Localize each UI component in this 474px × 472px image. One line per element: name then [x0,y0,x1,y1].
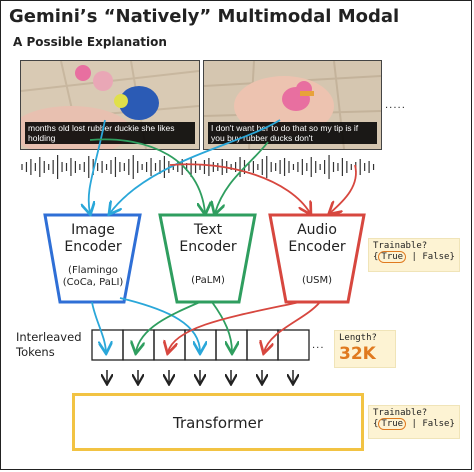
image-encoder-label-line1: Image [71,222,115,238]
text-encoder-label: Text Encoder [170,222,246,256]
more-frames-ellipsis: ..... [385,100,406,111]
text-encoder-model-line1: (PaLM) [191,275,225,286]
token-to-transformer-arrows [107,370,293,383]
arrow-text-encoder-to-token-5 [211,301,232,352]
video-frame-2: I don't want her to do that so my tip is… [203,60,382,150]
trainable-note-transformer-heading: Trainable? [373,408,428,418]
transformer-label: Transformer [172,414,263,432]
image-encoder-model-line1: (Flamingo [68,265,118,276]
trainable-note-encoders: Trainable? {True | False} [368,238,460,272]
trainable-false-option: False [422,252,450,262]
audio-waveform [21,155,375,179]
token-sequence [91,329,310,361]
trainable-note-encoders-heading: Trainable? [373,241,428,251]
diagram-subtitle: A Possible Explanation [13,35,167,49]
length-note-value: 32K [339,344,376,364]
arrow-audio1-to-audio-encoder [169,163,310,213]
trainable-true-option: True [378,251,407,263]
text-encoder-models: (PaLM) [177,275,239,287]
arrow-image-encoder-to-token-4 [119,297,200,352]
token-cell [246,329,279,361]
token-cell [153,329,186,361]
image-encoder-model-line2: (CoCa, PaLI) [62,277,124,288]
trainable-note-transformer-options: {True | False} [373,418,455,430]
audio-encoder-models: (USM) [286,275,348,287]
token-cell [91,329,124,361]
arrow-caption2-to-text-encoder [215,141,269,213]
trainable-note-transformer: Trainable? {True | False} [368,405,460,439]
open-brace: { [373,419,379,429]
trainable-note-encoders-options: {True | False} [373,251,455,263]
close-brace: } [449,252,455,262]
audio-encoder-model-line1: (USM) [301,275,333,286]
length-note-heading: Length? [339,333,377,343]
arrow-audio-encoder-to-token-6 [264,301,321,352]
interleaved-tokens-label: Interleaved Tokens [16,330,82,360]
arrow-audio2-to-audio-encoder [330,164,357,213]
arrow-caption-to-text-encoder [89,138,205,213]
arrow-frame-to-image-encoder [89,119,106,213]
interleaved-label-line2: Tokens [16,345,55,359]
image-encoder-models: (Flamingo (CoCa, PaLI) [60,265,126,289]
video-frame-1: months old lost rubber duckie she likes … [20,60,200,150]
audio-encoder-label-line2: Encoder [288,239,346,255]
audio-encoder-label: Audio Encoder [279,222,355,256]
token-cell [184,329,217,361]
diagram-title: Gemini’s “Natively” Multimodal Modal [9,6,400,27]
option-separator: | [411,419,417,429]
more-tokens-ellipsis: ... [312,340,325,351]
video-frame-2-caption: I don't want her to do that so my tip is… [208,122,377,144]
close-brace: } [449,419,455,429]
length-note: Length? 32K [334,330,396,368]
video-frame-1-caption: months old lost rubber duckie she likes … [25,122,195,144]
trainable-false-option: False [422,419,450,429]
text-encoder-label-line2: Encoder [179,239,237,255]
arrow-text-encoder-to-token-2 [136,301,201,352]
token-cell [277,329,310,361]
arrow-image-encoder-to-token-1 [91,301,106,352]
arrow-audio-encoder-to-token-3 [168,301,301,352]
image-encoder-label: Image Encoder [55,222,131,256]
trainable-true-option: True [378,418,407,430]
audio-encoder-label-line1: Audio [297,222,337,238]
image-encoder-label-line2: Encoder [64,239,122,255]
interleaved-label-line1: Interleaved [16,330,82,344]
option-separator: | [411,252,417,262]
transformer-box: Transformer [72,393,364,451]
arrow-frame2-to-image-encoder [110,119,281,213]
open-brace: { [373,252,379,262]
text-encoder-label-line1: Text [193,222,223,238]
